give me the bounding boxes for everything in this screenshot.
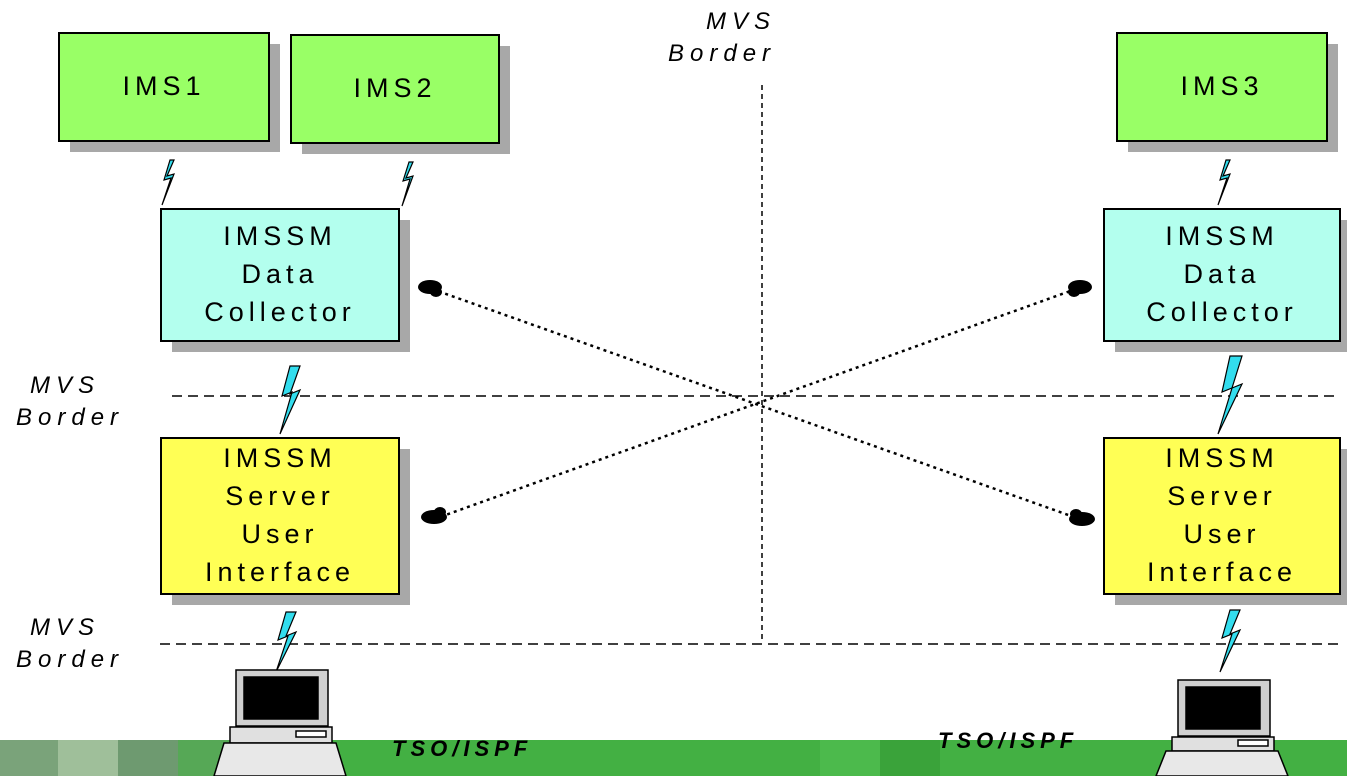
- footer-decoration-tile: [58, 740, 118, 776]
- lightning-bolt-icon: [401, 161, 414, 207]
- lightning-bolt-icon: [1217, 159, 1231, 206]
- server-line: IMSSM: [1165, 443, 1279, 474]
- border-label-line2: Border: [16, 646, 125, 673]
- mvs-border-label-mid: MVS Border: [16, 370, 124, 434]
- tso-ispf-label-left: TSO/ISPF: [392, 736, 533, 761]
- server-line: IMSSM: [223, 443, 337, 474]
- border-label-line2: Border: [16, 404, 125, 431]
- collector-line: IMSSM: [223, 221, 337, 252]
- lightning-bolt-icon: [1217, 355, 1244, 435]
- server-line: Server: [1167, 481, 1277, 512]
- computer-terminal-icon: [1155, 679, 1289, 776]
- tso-ispf-label-right: TSO/ISPF: [938, 728, 1079, 753]
- footer-decoration-tile: [820, 740, 880, 776]
- collector-line: Collector: [1146, 296, 1298, 327]
- collector-line: Data: [241, 259, 319, 290]
- footer-decoration-tile: [118, 740, 178, 776]
- data-collector-box-right: IMSSM Data Collector: [1103, 208, 1347, 352]
- computer-terminal-icon: [213, 669, 347, 776]
- data-collector-box-left: IMSSM Data Collector: [160, 208, 410, 352]
- ims2-label: IMS2: [353, 73, 437, 104]
- connector-blob-icon: [418, 280, 442, 297]
- server-line: Server: [225, 481, 335, 512]
- connector-blob-icon: [421, 507, 447, 524]
- border-label-line1: MVS: [30, 372, 101, 399]
- border-label-line1: MVS: [706, 8, 777, 35]
- connector-blob-icon: [1068, 280, 1092, 297]
- ims3-label: IMS3: [1180, 71, 1264, 102]
- ims1-label: IMS1: [122, 71, 206, 102]
- lightning-bolt-icon: [161, 159, 175, 206]
- server-line: Interface: [1146, 556, 1298, 587]
- collector-line: Collector: [204, 296, 356, 327]
- server-line: Interface: [204, 556, 356, 587]
- collector-line: Data: [1183, 259, 1261, 290]
- mvs-border-label-top: MVS Border: [668, 6, 777, 70]
- ims2-box: IMS2: [290, 34, 510, 154]
- mvs-border-label-low: MVS Border: [16, 612, 124, 676]
- border-label-line1: MVS: [30, 614, 101, 641]
- connector-blob-icon: [1069, 509, 1095, 526]
- ims1-box: IMS1: [58, 32, 280, 152]
- connection-line: [431, 287, 1075, 519]
- footer-decoration-tile: [0, 740, 58, 776]
- collector-line: IMSSM: [1165, 221, 1279, 252]
- server-line: User: [241, 519, 319, 549]
- lightning-bolt-icon: [275, 611, 298, 673]
- footer-decoration-tile: [880, 740, 940, 776]
- lightning-bolt-icon: [1219, 609, 1242, 673]
- server-line: User: [1183, 519, 1261, 549]
- ims3-box: IMS3: [1116, 32, 1338, 152]
- server-ui-box-right: IMSSM Server User Interface: [1103, 437, 1347, 605]
- connection-line: [439, 287, 1077, 519]
- border-label-line2: Border: [668, 40, 777, 67]
- lightning-bolt-icon: [279, 365, 302, 435]
- server-ui-box-left: IMSSM Server User Interface: [160, 437, 410, 605]
